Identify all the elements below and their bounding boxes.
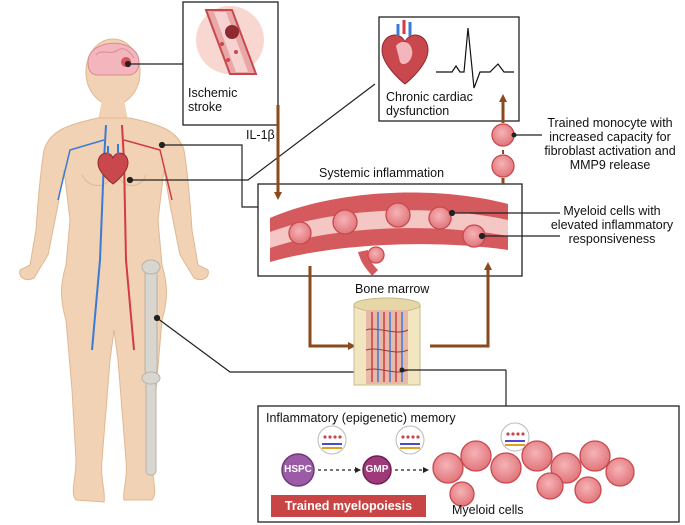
myeloid-elevated-label: Myeloid cells with elevated inflammatory…	[550, 204, 674, 246]
chronic-cardiac-label: Chronic cardiac dysfunction	[386, 90, 473, 118]
bone-marrow-icon	[353, 297, 421, 386]
monocyte-column	[491, 94, 542, 184]
dna-icon	[317, 422, 530, 455]
ecg-trace-icon	[436, 27, 514, 89]
bone-marrow-label: Bone marrow	[355, 282, 430, 296]
gmp-label: GMP	[365, 464, 389, 475]
myeloid-cell-cluster	[432, 440, 635, 507]
hspc-label: HSPC	[284, 464, 312, 475]
hspc-cell	[281, 453, 315, 487]
body-connector-lines	[124, 60, 376, 373]
inflammatory-memory-label: Inflammatory (epigenetic) memory	[266, 411, 456, 425]
brain-icon	[87, 42, 140, 76]
from-marrow-arrow	[430, 262, 492, 348]
heart-icon	[97, 144, 129, 185]
bone-icon	[141, 259, 161, 476]
blood-vessel-icon	[196, 6, 264, 75]
il1b-label: IL-1β	[246, 128, 275, 142]
ischemic-stroke-label: Ischemic stroke	[188, 86, 238, 114]
vessel-cells	[288, 202, 486, 264]
systemic-inflammation-label: Systemic inflammation	[319, 166, 445, 180]
human-body-illustration	[19, 38, 209, 503]
trained-myelopoiesis-banner: Trained myelopoiesis	[271, 495, 426, 517]
trained-monocyte-label: Trained monocyte with increased capacity…	[544, 116, 676, 172]
heart-detail-icon	[381, 20, 429, 85]
myeloid-cells-label: Myeloid cells	[452, 503, 524, 517]
gmp-cell	[362, 455, 392, 485]
to-marrow-arrow	[308, 266, 356, 350]
